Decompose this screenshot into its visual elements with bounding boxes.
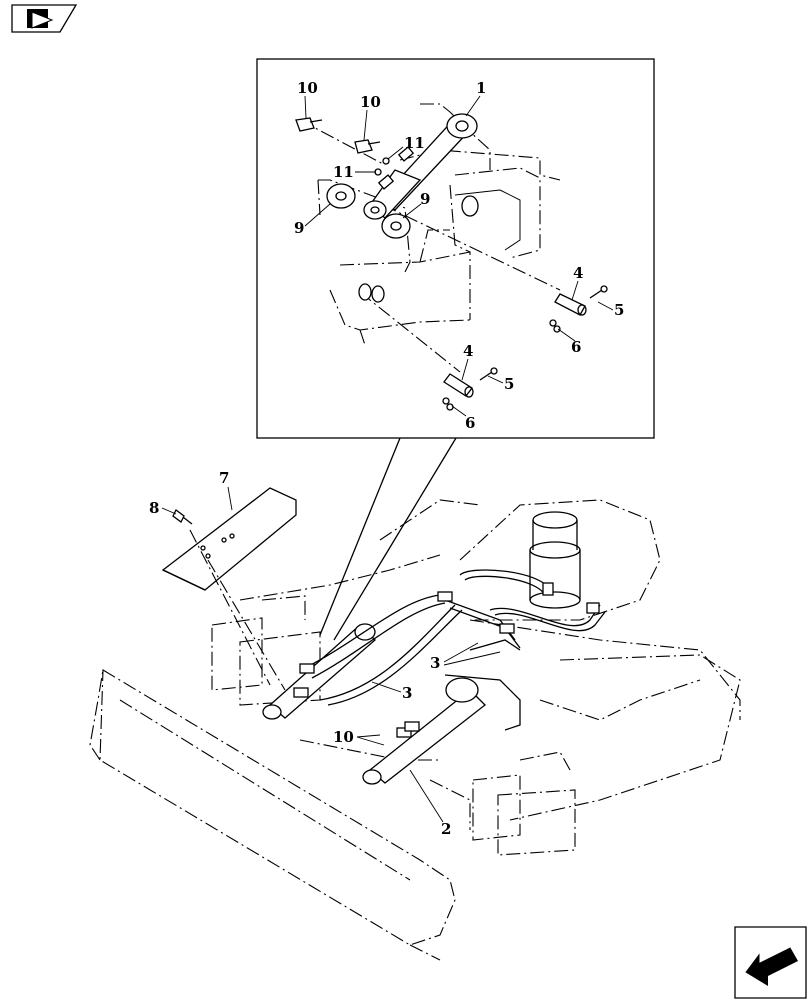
swing-motor (529, 511, 581, 609)
callout-5: 5 (504, 375, 514, 393)
callout-2: 2 (441, 820, 451, 838)
return-arrow-icon[interactable] (734, 926, 807, 999)
callout-labels: 1 10 10 11 11 9 9 4 5 6 4 5 6 7 8 3 (149, 79, 624, 838)
callout-4: 4 (573, 264, 583, 282)
main-chassis-phantom (211, 499, 741, 856)
detail-inset-frame (256, 58, 655, 641)
callout-1: 1 (476, 79, 486, 97)
callout-11: 11 (404, 134, 425, 152)
callout-3: 3 (402, 684, 412, 702)
cover-plate (161, 487, 297, 691)
callout-10: 10 (333, 728, 354, 746)
callout-6: 6 (571, 338, 581, 356)
callout-11: 11 (333, 163, 354, 181)
callout-9: 9 (420, 190, 430, 208)
callout-6: 6 (465, 414, 475, 432)
callout-10: 10 (360, 93, 381, 111)
inset-hardware (295, 117, 608, 411)
callout-9: 9 (294, 219, 304, 237)
callout-8: 8 (149, 499, 159, 517)
callout-3: 3 (430, 654, 440, 672)
blade-cylinders (262, 569, 606, 785)
callout-7: 7 (219, 469, 229, 487)
callout-10: 10 (297, 79, 318, 97)
callout-5: 5 (614, 301, 624, 319)
inset-chassis-phantom (299, 103, 561, 373)
dozer-blade (89, 669, 456, 961)
callout-4: 4 (463, 342, 473, 360)
book-arrow-icon[interactable] (11, 4, 78, 33)
